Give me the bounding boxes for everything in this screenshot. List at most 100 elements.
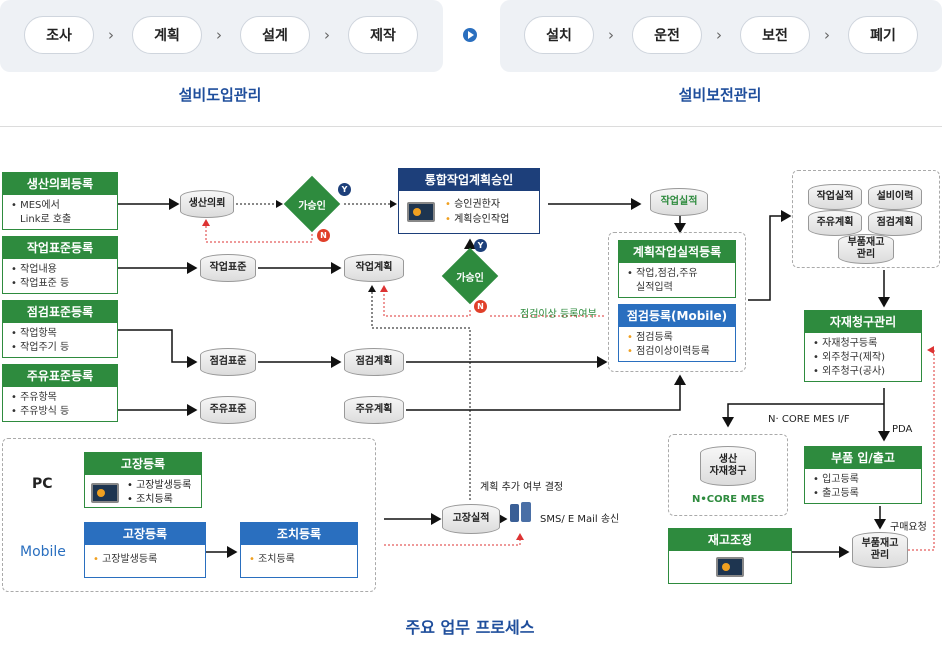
inspection-standard-box[interactable]: 점검표준등록 • 작업항목• 작업주기 등 xyxy=(2,300,118,358)
monitor-icon xyxy=(91,483,119,503)
list-item: • 입고등록 xyxy=(813,474,859,485)
failure-group xyxy=(2,438,376,592)
phase-step-make[interactable]: 제작 xyxy=(348,16,418,54)
action-mobile-box[interactable]: 조치등록 • 조치등록 xyxy=(240,522,358,578)
inspection-standard-cylinder[interactable]: 점검표준 xyxy=(200,348,256,376)
yes-badge: Y xyxy=(474,239,487,252)
failure-pc-box[interactable]: 고장등록 • 고장발생등록 • 조치등록 xyxy=(84,452,202,508)
production-material-request-cylinder[interactable]: 생산 자재청구 xyxy=(700,446,756,486)
phase-step-survey[interactable]: 조사 xyxy=(24,16,94,54)
stock-adjust-box[interactable]: 재고조정 xyxy=(668,528,792,584)
phase-step-plan[interactable]: 계획 xyxy=(132,16,202,54)
parts-io-box[interactable]: 부품 입/출고 • 입고등록 • 출고등록 xyxy=(804,446,922,504)
phase-step-maintain[interactable]: 보전 xyxy=(740,16,810,54)
list-item: • 자재청구등록 xyxy=(813,338,878,349)
result-group xyxy=(608,232,746,372)
box-title: 고장등록 xyxy=(85,523,205,545)
box-title: 생산의뢰등록 xyxy=(3,173,117,195)
box-title: 조치등록 xyxy=(241,523,357,545)
box-title: 점검표준등록 xyxy=(3,301,117,323)
phase-step-design[interactable]: 설계 xyxy=(240,16,310,54)
approval-diamond-2[interactable]: 가승인 xyxy=(441,247,499,305)
list-item: • 출고등록 xyxy=(813,488,859,499)
chevron-right-icon: › xyxy=(324,26,330,44)
work-standard-cylinder[interactable]: 작업표준 xyxy=(200,254,256,282)
list-item: • 조치등록 xyxy=(249,554,295,565)
production-request-cylinder[interactable]: 생산의뢰 xyxy=(180,190,234,218)
phase-step-install[interactable]: 설치 xyxy=(524,16,594,54)
list-item: • 주유항목 xyxy=(11,392,57,403)
inspection-plan-history-cylinder[interactable]: 점검계획 xyxy=(868,210,922,236)
approval-label: 가승인 xyxy=(456,272,484,284)
chevron-right-icon: › xyxy=(716,26,722,44)
no-badge: N xyxy=(474,300,487,313)
inspection-note: 점검이상 등록여부 xyxy=(520,309,597,320)
phone-icon xyxy=(510,502,532,530)
list-item: • 외주청구(공사) xyxy=(813,366,886,377)
purchase-request-label: 구매요청 xyxy=(890,522,927,533)
chevron-right-icon: › xyxy=(216,26,222,44)
ncore-group xyxy=(668,434,788,516)
monitor-icon xyxy=(407,202,435,222)
list-item: • 작업내용 xyxy=(11,264,57,275)
box-title: 계획작업실적등록 xyxy=(619,241,735,263)
yes-badge: Y xyxy=(338,183,351,196)
mobile-section-label: Mobile xyxy=(20,544,66,560)
inspection-plan-cylinder[interactable]: 점검계획 xyxy=(344,348,404,376)
inspection-mobile-box[interactable]: 점검등록(Mobile) • 점검등록• 점검이상이력등록 xyxy=(618,304,736,362)
box-title: 작업표준등록 xyxy=(3,237,117,259)
lubrication-plan-history-cylinder[interactable]: 주유계획 xyxy=(808,210,862,236)
ncore-if-label: N· CORE MES I/F xyxy=(768,414,850,425)
list-item: • 작업,점검,주유 xyxy=(627,268,698,279)
approval-label: 가승인 xyxy=(298,200,326,212)
lubrication-standard-cylinder[interactable]: 주유표준 xyxy=(200,396,256,424)
intro-phase-label: 설비도입관리 xyxy=(178,86,262,104)
list-item: • 점검이상이력등록 xyxy=(627,346,710,357)
material-request-box[interactable]: 자재청구관리 • 자재청구등록 • 외주청구(제작) • 외주청구(공사) xyxy=(804,310,922,382)
ncore-label: N•CORE MES xyxy=(692,494,765,505)
list-item: • 외주청구(제작) xyxy=(813,352,886,363)
parts-stock-history-cylinder[interactable]: 부품재고 관리 xyxy=(838,234,894,264)
list-item: 실적입력 xyxy=(636,282,673,293)
failure-mobile-box[interactable]: 고장등록 • 고장발생등록 xyxy=(84,522,206,578)
box-title: 자재청구관리 xyxy=(805,311,921,333)
phase-step-dispose[interactable]: 폐기 xyxy=(848,16,918,54)
list-item: • 고장발생등록 xyxy=(93,554,158,565)
pc-section-label: PC xyxy=(32,476,53,492)
integrated-plan-approval-box[interactable]: 통합작업계획승인 • 승인권한자 • 계획승인작업 xyxy=(398,168,540,234)
list-item: • 계획승인작업 xyxy=(445,214,510,225)
list-item: • 고장발생등록 xyxy=(127,480,192,491)
play-arrow-icon xyxy=(463,28,477,42)
box-title: 고장등록 xyxy=(85,453,201,475)
maint-phase-label: 설비보전관리 xyxy=(678,86,762,104)
box-title: 주유표준등록 xyxy=(3,365,117,387)
work-result-cylinder[interactable]: 작업실적 xyxy=(650,188,708,216)
list-item: • 작업주기 등 xyxy=(11,342,70,353)
box-title: 부품 입/출고 xyxy=(805,447,921,469)
equipment-history-cylinder[interactable]: 설비이력 xyxy=(868,184,922,210)
no-badge: N xyxy=(317,229,330,242)
list-item: • 작업표준 등 xyxy=(11,278,70,289)
box-title: 재고조정 xyxy=(669,529,791,551)
work-result-history-cylinder[interactable]: 작업실적 xyxy=(808,184,862,210)
failure-result-cylinder[interactable]: 고장실적 xyxy=(442,504,500,534)
box-title: 점검등록(Mobile) xyxy=(619,305,735,327)
plan-add-note: 계획 추가 여부 결정 xyxy=(480,482,564,493)
lubrication-standard-box[interactable]: 주유표준등록 • 주유항목• 주유방식 등 xyxy=(2,364,118,422)
chevron-right-icon: › xyxy=(108,26,114,44)
phase-step-operate[interactable]: 운전 xyxy=(632,16,702,54)
lubrication-plan-cylinder[interactable]: 주유계획 xyxy=(344,396,404,424)
parts-stock-cylinder[interactable]: 부품재고 관리 xyxy=(852,532,908,568)
approval-diamond[interactable]: 가승인 xyxy=(283,175,341,233)
work-standard-box[interactable]: 작업표준등록 • 작업내용 • 작업표준 등 xyxy=(2,236,118,294)
list-item: • 조치등록 xyxy=(127,494,173,505)
pda-label: PDA xyxy=(892,424,913,435)
work-plan-cylinder[interactable]: 작업계획 xyxy=(344,254,404,282)
list-item: • MES에서 xyxy=(11,200,60,211)
history-group xyxy=(792,170,940,268)
chevron-right-icon: › xyxy=(608,26,614,44)
diagram-caption: 주요 업무 프로세스 xyxy=(405,618,535,637)
